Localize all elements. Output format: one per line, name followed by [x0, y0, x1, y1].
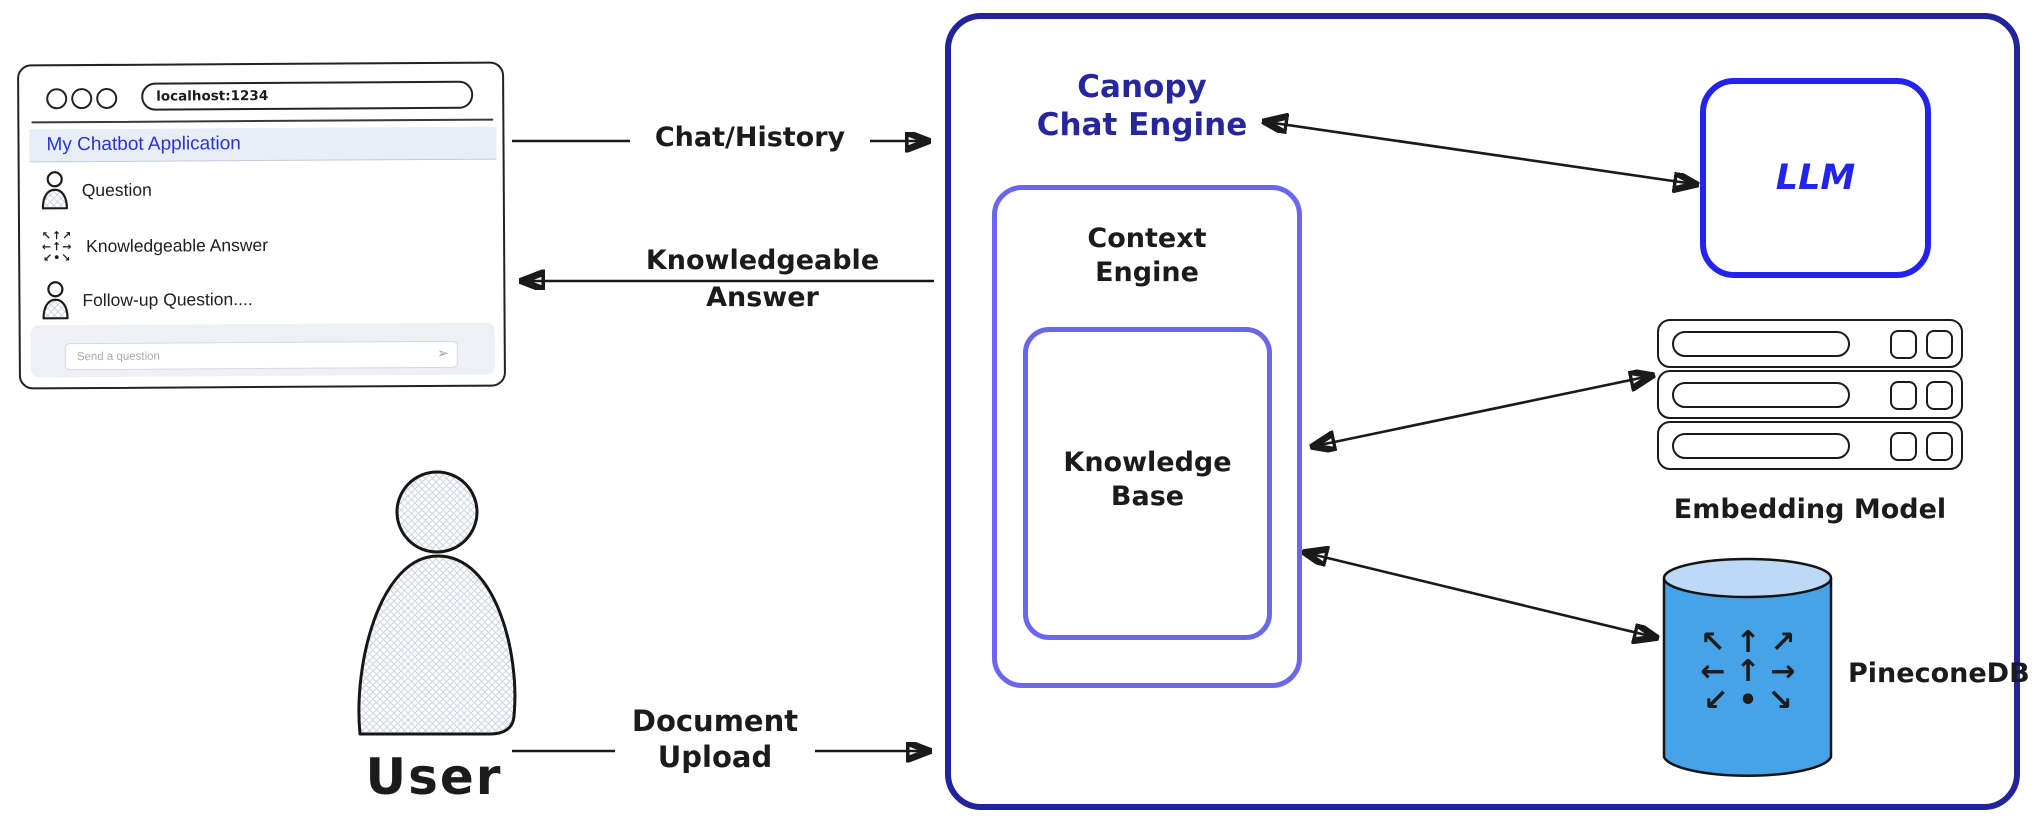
knowledge-base-label: Knowledge Base — [1063, 447, 1232, 512]
address-bar[interactable]: localhost:1234 — [141, 80, 474, 111]
server-slot — [1672, 433, 1850, 459]
server-port — [1890, 381, 1917, 410]
server-slot — [1672, 382, 1850, 408]
server-unit — [1657, 370, 1963, 419]
server-port — [1926, 432, 1953, 461]
chat-message-text: Knowledgeable Answer — [86, 234, 269, 256]
chat-message-text: Question — [81, 179, 152, 200]
server-port — [1926, 330, 1953, 359]
send-icon[interactable]: ➢ — [437, 345, 449, 362]
scatter-arrows-icon: ↖↑↗ ←↑→ ↙•↘ — [1700, 625, 1806, 718]
chat-message-text: Follow-up Question.... — [82, 288, 253, 310]
chat-input-container: ➢ — [64, 340, 458, 371]
send-question-input[interactable] — [65, 341, 457, 370]
embedding-model-label: Embedding Model — [1673, 494, 1947, 525]
canopy-chat-engine-box — [945, 13, 2020, 810]
user-label: User — [365, 748, 503, 806]
llm-box: LLM — [1700, 78, 1931, 278]
user-icon — [42, 281, 69, 320]
server-port — [1926, 381, 1953, 410]
knowledge-base-box — [1023, 327, 1272, 640]
document-upload-label: Document Upload — [615, 703, 815, 775]
chat-message-row: Question — [40, 167, 480, 212]
toolbar-divider — [31, 118, 494, 124]
scatter-arrows-icon: ↖↑↗ ←↑→ ↙•↘ — [41, 228, 73, 264]
knowledgeable-answer-label: Knowledgeable Answer — [645, 245, 880, 313]
pinecone-cylinder-icon — [1662, 557, 1833, 777]
window-control-button[interactable] — [96, 87, 118, 110]
server-port — [1890, 330, 1917, 359]
context-engine-label: Context Engine — [1087, 223, 1207, 288]
user-figure — [357, 470, 517, 736]
server-slot — [1672, 331, 1850, 357]
server-port — [1890, 432, 1917, 461]
llm-label: LLM — [1775, 158, 1856, 198]
context-engine-box — [992, 185, 1302, 688]
browser-window: localhost:1234 My Chatbot Application Qu… — [17, 61, 506, 390]
chat-message-row: ↖↑↗ ←↑→ ↙•↘ Knowledgeable Answer — [40, 223, 480, 268]
server-unit — [1657, 421, 1963, 470]
app-title: My Chatbot Application — [29, 126, 497, 163]
chat-message-row: Follow-up Question.... — [40, 277, 480, 322]
window-control-button[interactable] — [46, 88, 68, 110]
window-control-button[interactable] — [71, 88, 93, 110]
server-unit — [1657, 319, 1963, 368]
user-icon — [41, 171, 68, 210]
pinecone-db-label: PineconeDB — [1848, 658, 2030, 689]
chat-history-label: Chat/History — [630, 122, 870, 153]
server-rack-icon — [1657, 319, 1963, 472]
canopy-chat-engine-title: Canopy Chat Engine — [1036, 69, 1248, 143]
